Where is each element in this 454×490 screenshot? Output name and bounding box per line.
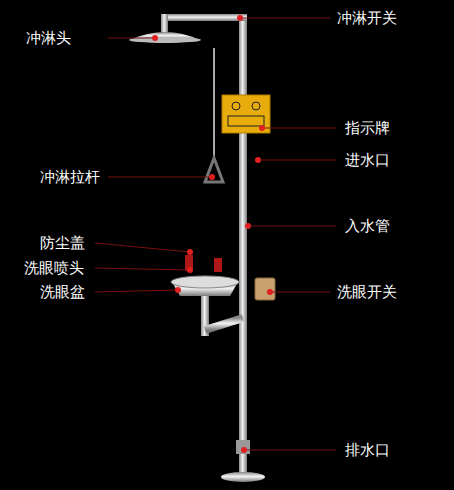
leader-line bbox=[240, 18, 330, 19]
shower-drop bbox=[161, 14, 168, 32]
sign-icon bbox=[232, 102, 240, 110]
dust-cap bbox=[214, 258, 222, 272]
leader-dot bbox=[241, 447, 247, 453]
leader-line bbox=[95, 290, 178, 292]
part-label: 冲淋开关 bbox=[337, 9, 397, 27]
part-label: 洗眼喷头 bbox=[24, 259, 84, 277]
part-label: 进水口 bbox=[345, 151, 390, 169]
part-label: 冲淋拉杆 bbox=[40, 168, 100, 186]
bowl-connector-pipe bbox=[205, 318, 243, 330]
part-label: 指示牌 bbox=[345, 119, 390, 137]
leader-line bbox=[95, 243, 190, 252]
sign-icon bbox=[228, 116, 264, 126]
leader-line bbox=[108, 177, 212, 178]
leader-lines bbox=[95, 18, 336, 450]
leader-dot bbox=[187, 267, 193, 273]
pull-rod bbox=[213, 48, 215, 158]
leader-dot bbox=[267, 289, 273, 295]
base-plate bbox=[221, 472, 265, 482]
shower-arm bbox=[163, 14, 247, 21]
eyewash-push-plate bbox=[255, 278, 275, 300]
leader-line bbox=[258, 160, 336, 161]
leader-dot bbox=[187, 249, 193, 255]
leader-line bbox=[262, 128, 336, 129]
part-label: 冲淋头 bbox=[26, 29, 71, 47]
part-label: 洗眼盆 bbox=[40, 283, 85, 301]
leader-line bbox=[95, 268, 190, 270]
pull-handle bbox=[205, 158, 223, 182]
leader-line bbox=[248, 226, 336, 227]
sign-board bbox=[222, 95, 270, 133]
main-pipe bbox=[239, 14, 247, 474]
eyewash-rim bbox=[171, 276, 239, 288]
leader-dot bbox=[175, 287, 181, 293]
part-label: 排水口 bbox=[345, 441, 390, 459]
part-label: 防尘盖 bbox=[40, 234, 85, 252]
leader-line bbox=[108, 38, 155, 39]
part-label: 洗眼开关 bbox=[337, 283, 397, 301]
leader-dot bbox=[245, 223, 251, 229]
leader-line bbox=[244, 450, 336, 451]
leader-dot bbox=[209, 174, 215, 180]
leader-line bbox=[270, 292, 330, 293]
leader-dot bbox=[237, 15, 243, 21]
leader-dot bbox=[255, 157, 261, 163]
leader-dot bbox=[152, 35, 158, 41]
drain-valve bbox=[236, 440, 250, 454]
leader-dots bbox=[152, 15, 273, 453]
leader-dot bbox=[259, 125, 265, 131]
part-label: 入水管 bbox=[345, 217, 390, 235]
sign-icon bbox=[252, 102, 260, 110]
